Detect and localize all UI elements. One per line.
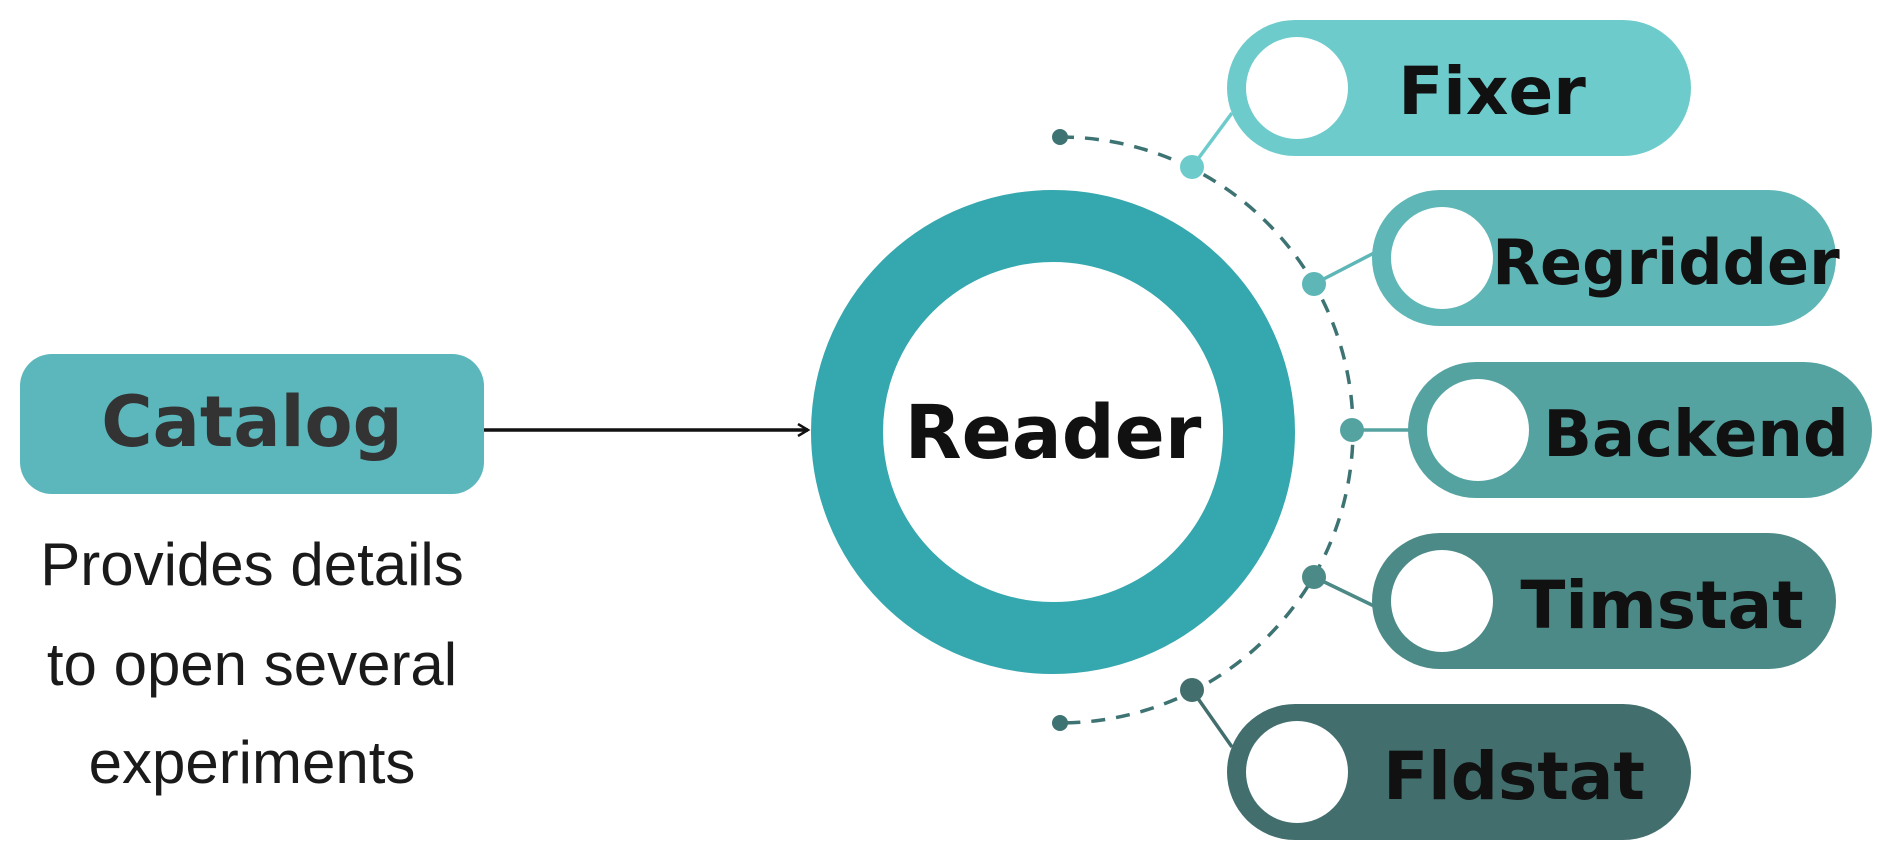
arc-end-dot-top bbox=[1052, 129, 1068, 145]
arc-end-dot-bottom bbox=[1052, 715, 1068, 731]
pill-label-timstat: Timstat bbox=[1520, 567, 1803, 644]
catalog-description: Provides details to open several experim… bbox=[40, 531, 464, 796]
connector-dot-timstat bbox=[1302, 565, 1326, 589]
pill-backend bbox=[1408, 362, 1872, 498]
reader-node: Reader bbox=[811, 190, 1295, 674]
connector-dot-fldstat bbox=[1180, 678, 1204, 702]
pill-timstat bbox=[1372, 533, 1836, 669]
pill-circle-timstat bbox=[1391, 550, 1493, 652]
reader-ring bbox=[811, 190, 1295, 674]
catalog-box bbox=[20, 354, 484, 494]
pill-circle-fldstat bbox=[1246, 721, 1348, 823]
connector-dot-backend bbox=[1340, 418, 1364, 442]
pill-label-backend: Backend bbox=[1543, 398, 1849, 472]
connector-dot-fixer bbox=[1180, 155, 1204, 179]
pill-label-fixer: Fixer bbox=[1398, 53, 1586, 130]
pill-fixer bbox=[1227, 20, 1691, 156]
component-fldstat: Fldstat bbox=[1180, 678, 1691, 840]
pill-regridder bbox=[1372, 190, 1836, 326]
reader-core bbox=[884, 263, 1222, 601]
pill-circle-backend bbox=[1427, 379, 1529, 481]
catalog-label: Catalog bbox=[101, 381, 403, 463]
component-regridder: Regridder bbox=[1302, 190, 1840, 326]
pill-circle-regridder bbox=[1391, 207, 1493, 309]
pill-fldstat bbox=[1227, 704, 1691, 840]
component-fixer: Fixer bbox=[1180, 20, 1691, 179]
catalog-description-line-1: Provides details bbox=[40, 531, 464, 598]
catalog-node: Catalog bbox=[20, 354, 484, 494]
pill-label-fldstat: Fldstat bbox=[1383, 738, 1645, 815]
catalog-description-line-2: to open several bbox=[47, 631, 457, 698]
component-backend: Backend bbox=[1340, 362, 1872, 498]
reader-label: Reader bbox=[905, 390, 1202, 476]
connector-dot-regridder bbox=[1302, 272, 1326, 296]
pill-circle-fixer bbox=[1246, 37, 1348, 139]
component-timstat: Timstat bbox=[1302, 533, 1836, 669]
pill-label-regridder: Regridder bbox=[1492, 226, 1840, 299]
catalog-description-line-3: experiments bbox=[89, 729, 416, 796]
